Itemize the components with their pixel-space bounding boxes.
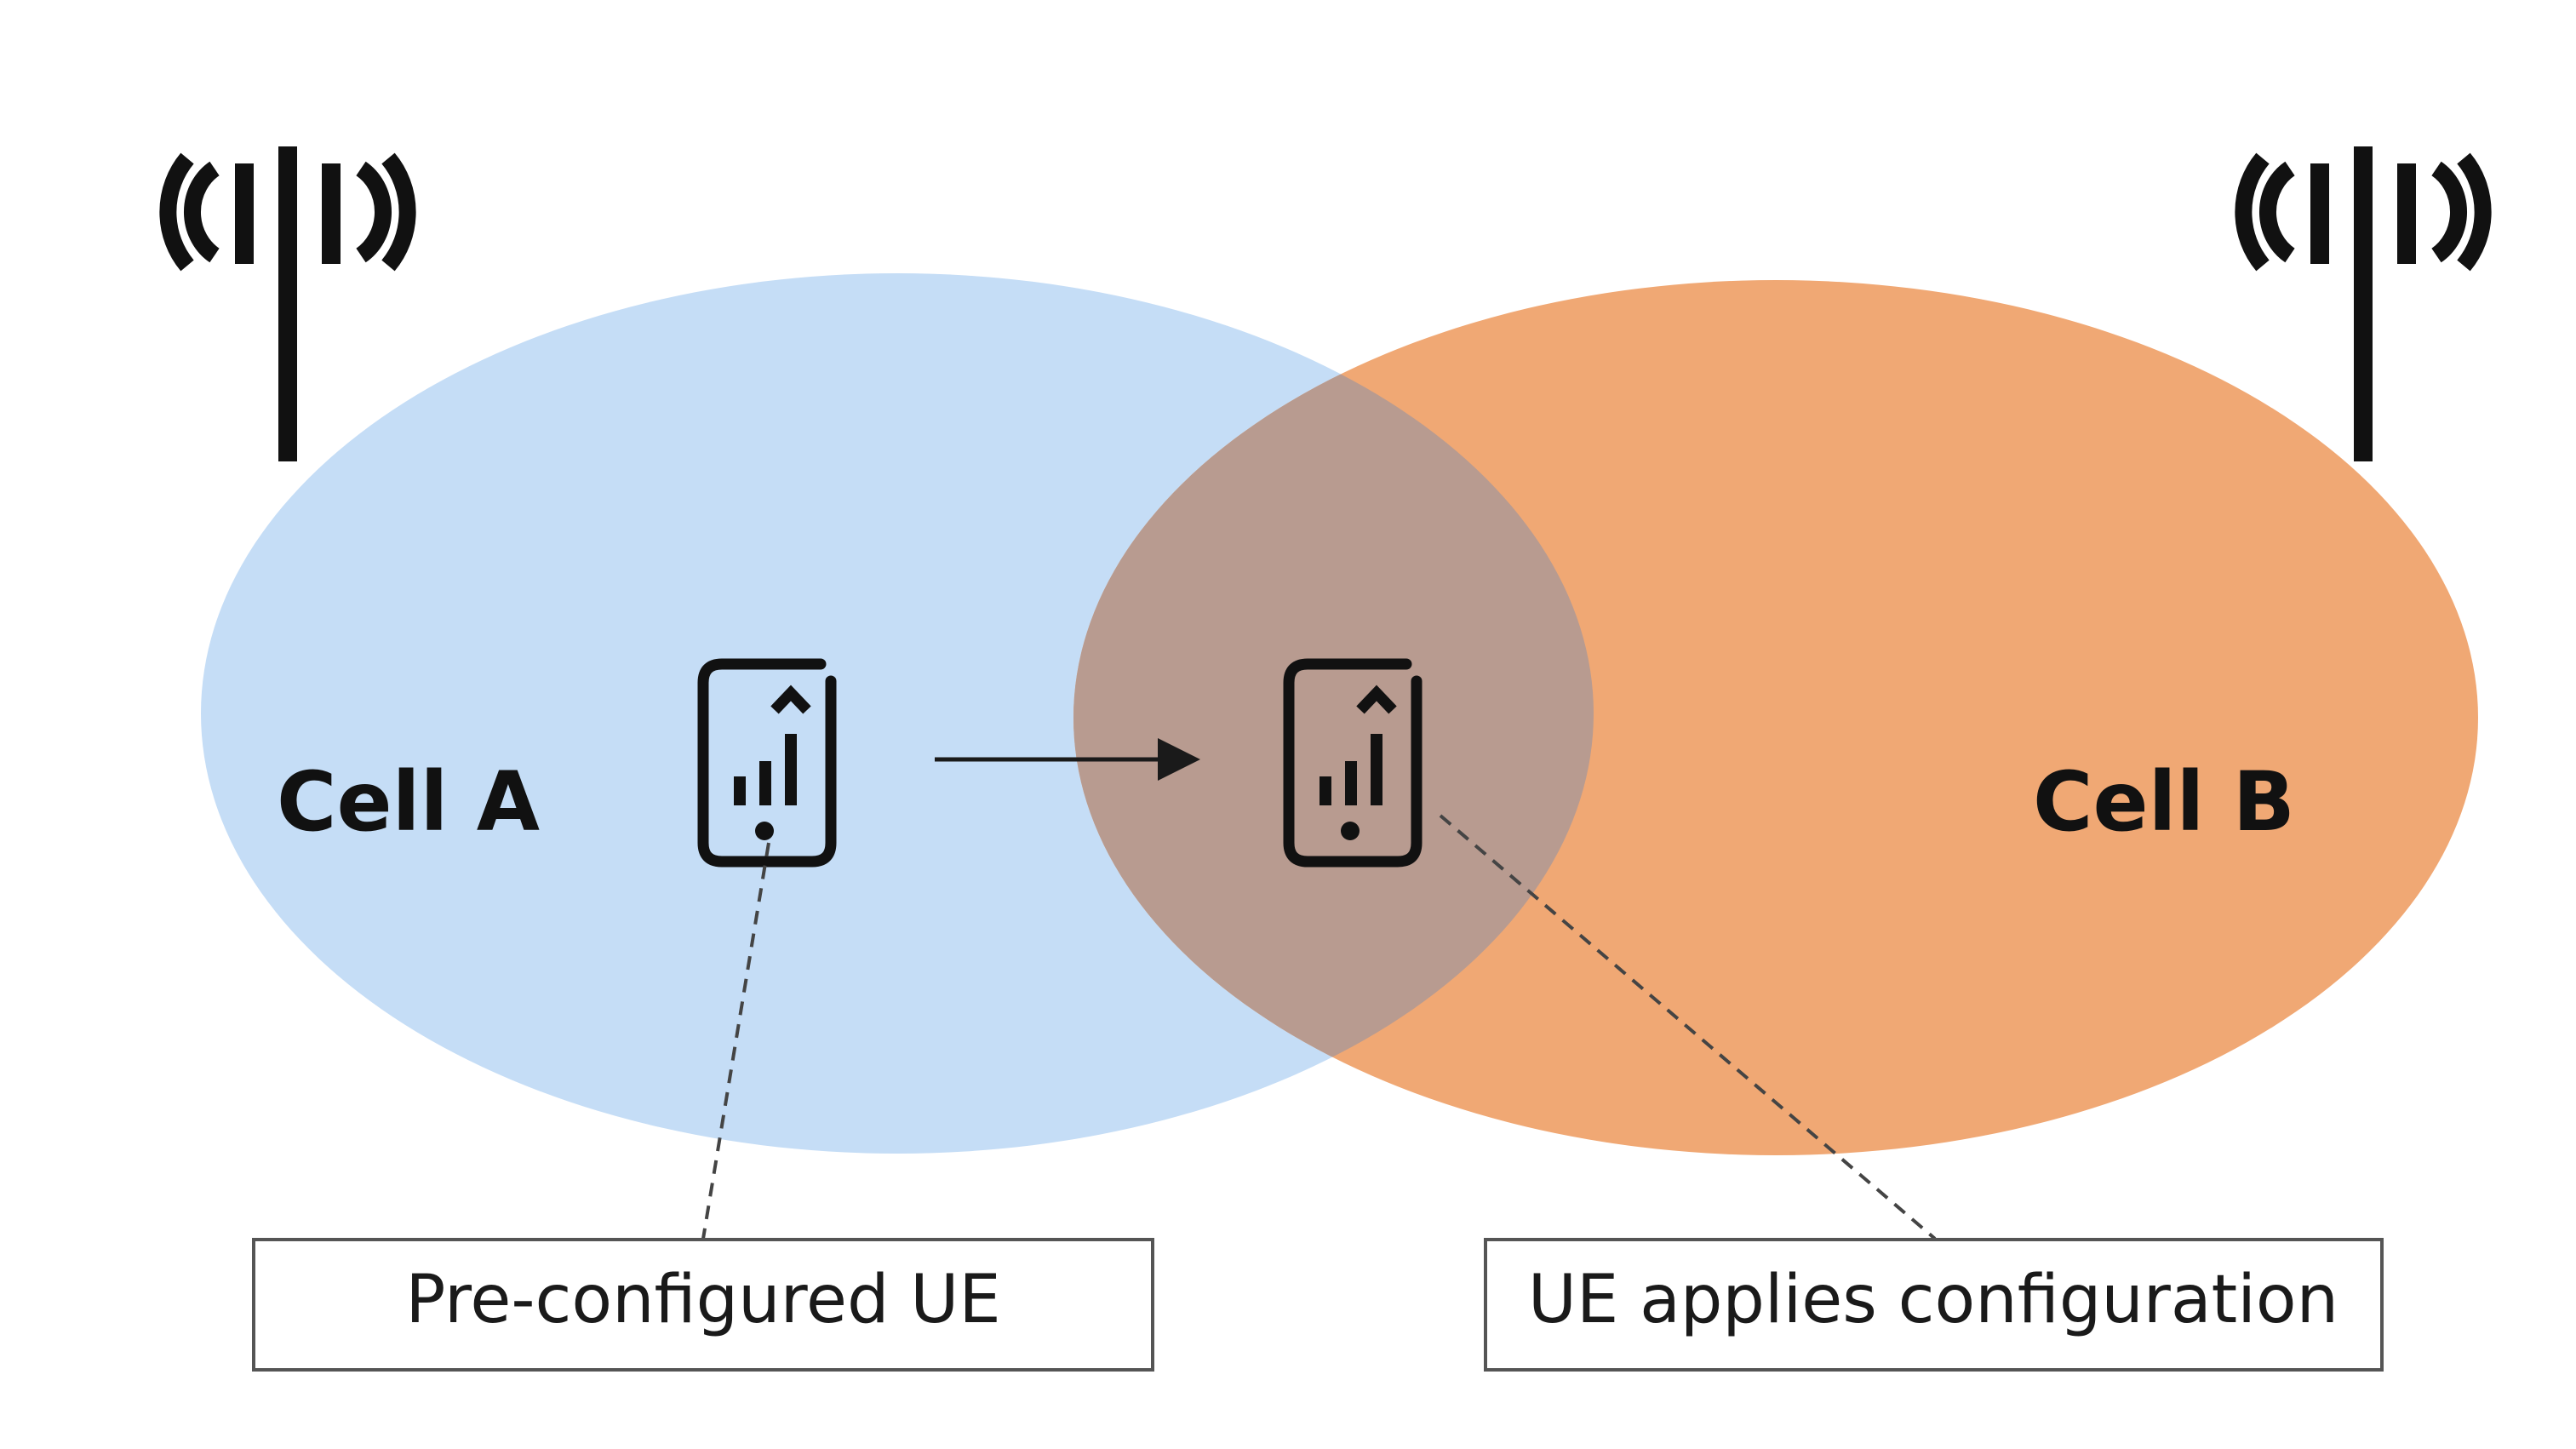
leader-line-right bbox=[1439, 814, 1937, 1240]
callout-box-left bbox=[252, 1238, 1154, 1372]
leader-line-left bbox=[701, 842, 770, 1240]
callout-label-left: Pre-configured UE bbox=[405, 1262, 1000, 1338]
antenna-icon bbox=[168, 146, 407, 461]
cell-a-label: Cell A bbox=[277, 754, 540, 850]
callout-label-right: UE applies configuration bbox=[1528, 1262, 2338, 1338]
callout-box-right bbox=[1484, 1238, 2384, 1372]
overlap-region bbox=[1073, 280, 1594, 1154]
cell-b-label: Cell B bbox=[2033, 754, 2295, 850]
